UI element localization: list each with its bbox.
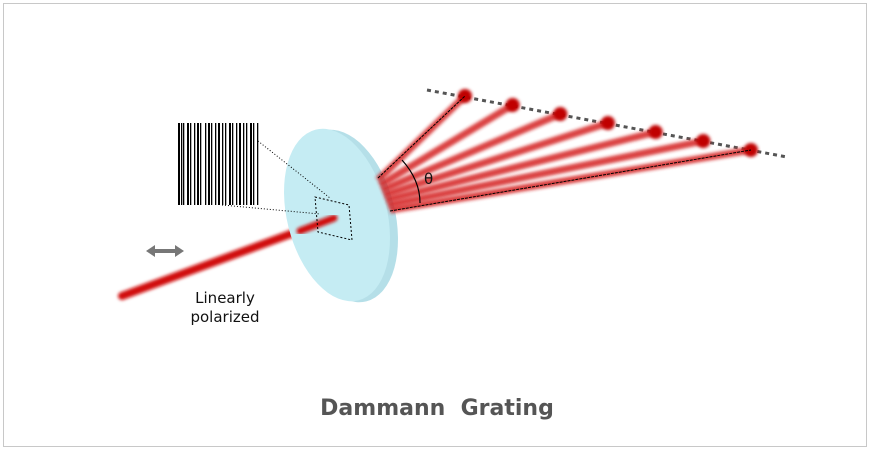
grating-disk (284, 128, 390, 302)
diffracted-beams (375, 89, 758, 214)
barcode-bar (211, 123, 213, 205)
diffracted-beam (375, 93, 468, 183)
barcode-bar (239, 123, 241, 205)
barcode-bar (200, 123, 202, 205)
barcode-bar (236, 123, 238, 205)
input-label-line2: polarized (190, 308, 259, 326)
diffracted-beam (382, 119, 610, 199)
grating-profile-barcode (178, 123, 259, 205)
barcode-bar (246, 123, 248, 205)
diffraction-spot (505, 98, 520, 112)
barcode-bar (205, 123, 207, 205)
diffracted-beam (389, 146, 752, 214)
barcode-bar (243, 123, 245, 205)
diffraction-spot (648, 125, 663, 139)
zoom-line-top (257, 140, 331, 199)
barcode-bar (178, 123, 180, 205)
barcode-bar (183, 123, 185, 205)
diffracted-beam (387, 137, 705, 209)
barcode-bar (218, 123, 220, 205)
barcode-bar (215, 123, 217, 205)
angle-arc (401, 159, 421, 204)
polarization-arrow-icon (146, 245, 184, 257)
diagram-title: Dammann Grating (320, 396, 554, 421)
diffraction-spot (696, 134, 711, 148)
barcode-bar (197, 123, 199, 205)
barcode-bar (253, 123, 255, 205)
barcode-bar (225, 123, 227, 205)
barcode-bar (222, 123, 224, 205)
barcode-bar (194, 123, 196, 205)
barcode-bar (229, 123, 231, 205)
barcode-bar (187, 123, 189, 205)
diffracted-beam (385, 128, 657, 204)
diffracted-beam (380, 110, 562, 194)
angle-label: θ (424, 170, 433, 188)
barcode-bar (250, 123, 252, 205)
angle-line-bottom (389, 149, 752, 212)
barcode-bar (208, 123, 210, 205)
barcode-bar (190, 123, 192, 205)
diffracted-beam (378, 102, 515, 188)
zoom-region (314, 196, 353, 241)
barcode-bar (181, 123, 183, 205)
diffraction-spot (553, 107, 568, 121)
spot-line (426, 88, 788, 159)
input-label-line1: Linearly (195, 289, 255, 307)
diffraction-spot (601, 116, 615, 130)
diagram-frame (3, 3, 867, 447)
barcode-bar (232, 123, 234, 205)
barcode-bar (257, 123, 259, 205)
